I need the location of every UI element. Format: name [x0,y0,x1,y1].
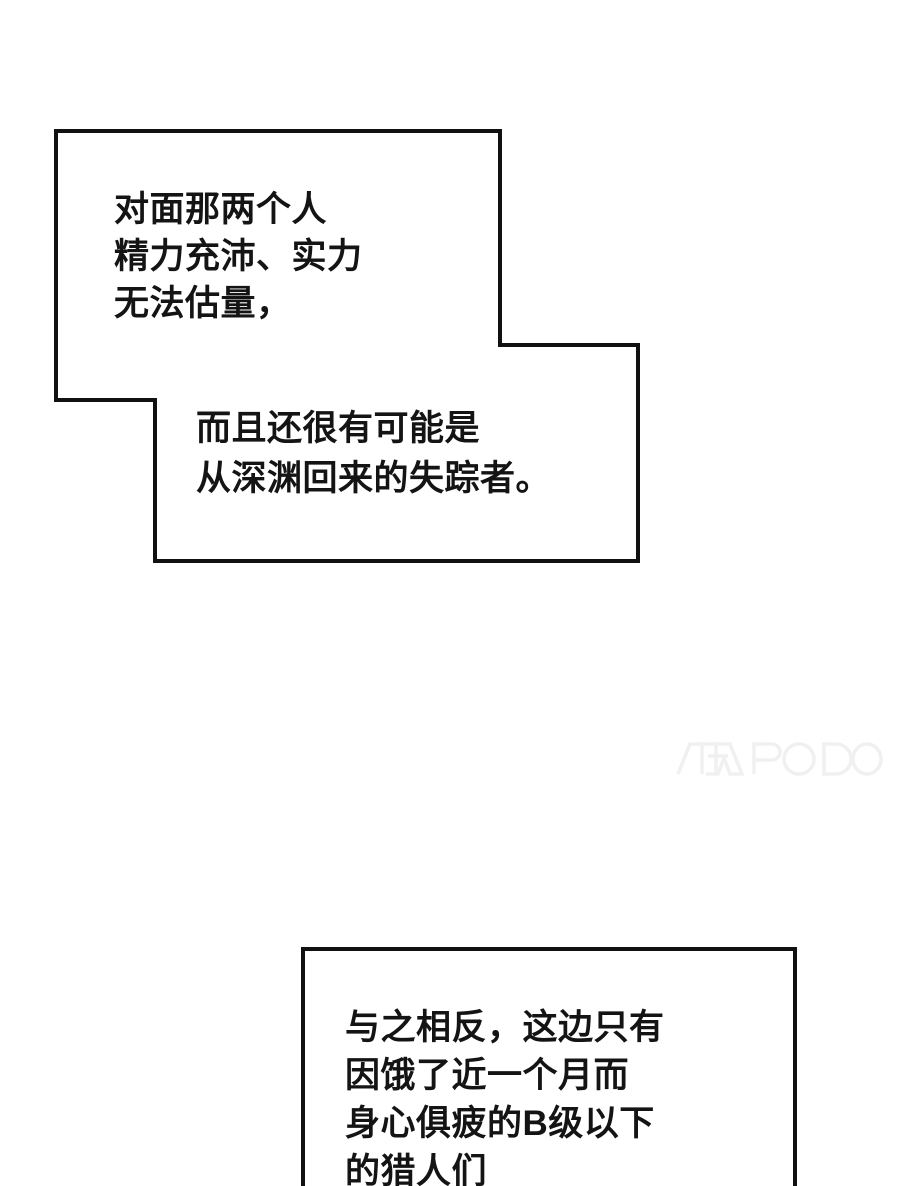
speech-bubble-top-paragraph-2: 而且还很有可能是 从深渊回来的失踪者。 [196,409,552,498]
speech-bubble-bottom [301,947,797,1186]
speech-bubble-top [54,129,642,565]
mapodo-watermark-logo [672,736,884,782]
speech-bubble-top-paragraph-1: 对面那两个人 精力充沛、实力 无法估量， [114,190,363,323]
speech-bubble-bottom-paragraph-1: 与之相反，这边只有 因饿了近一个月而 身心俱疲的B级以下 的猎人们 [345,1008,665,1186]
